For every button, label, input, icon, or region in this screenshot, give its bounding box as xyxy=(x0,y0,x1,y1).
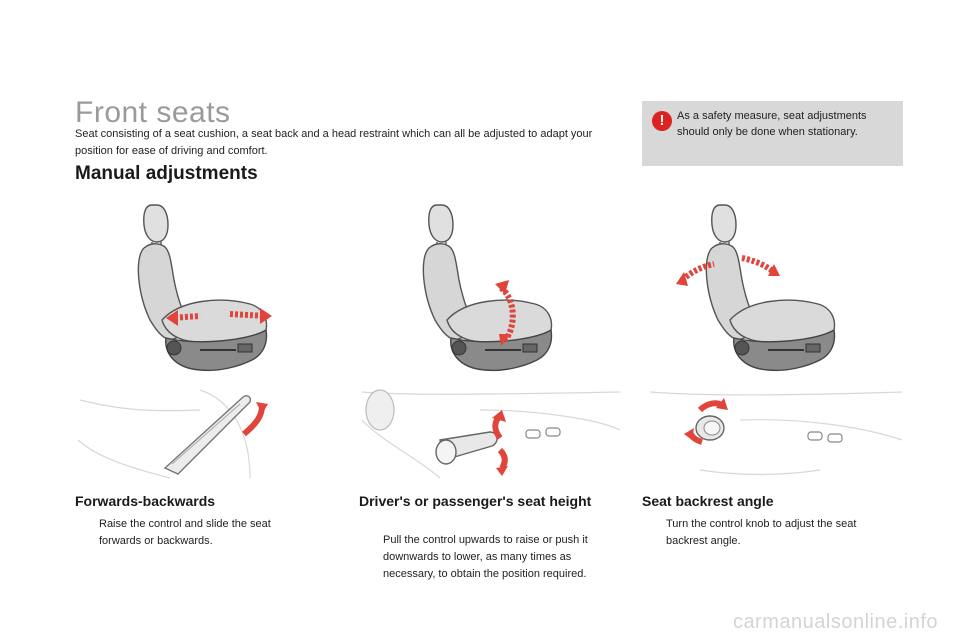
bullet-text: Turn the control knob to adjust the seat… xyxy=(666,518,857,547)
seat-backrest-illustration xyxy=(676,204,836,372)
backrest-knob-detail-illustration xyxy=(649,391,903,476)
bullet-backrest-angle: Turn the control knob to adjust the seat… xyxy=(642,516,902,552)
page-title: Front seats xyxy=(75,96,231,129)
lever-detail-illustration xyxy=(77,389,268,479)
bullet-seat-height: Pull the control upwards to raise or pus… xyxy=(359,532,619,586)
heading-backrest-angle: Seat backrest angle xyxy=(642,493,774,509)
warning-text: As a safety measure, seat adjustments sh… xyxy=(677,110,867,138)
heading-forwards-backwards: Forwards-backwards xyxy=(75,493,216,509)
section-title: Manual adjustments xyxy=(75,163,258,184)
seat-forwards-backwards-illustration xyxy=(137,204,272,372)
footer-watermark: carmanualsonline.info xyxy=(732,611,938,633)
safety-warning-box: ! As a safety measure, seat adjustments … xyxy=(642,101,903,166)
bullet-text: Pull the control upwards to raise or pus… xyxy=(383,534,588,580)
heading-seat-height: Driver's or passenger's seat height xyxy=(359,493,592,509)
seat-height-illustration xyxy=(422,204,553,372)
bullet-forwards-backwards: Raise the control and slide the seat for… xyxy=(75,516,315,552)
intro-text: Seat consisting of a seat cushion, a sea… xyxy=(75,128,593,157)
bullet-text: Raise the control and slide the seat for… xyxy=(99,518,271,547)
height-handle-detail-illustration xyxy=(361,389,621,479)
warning-icon: ! xyxy=(652,111,672,131)
